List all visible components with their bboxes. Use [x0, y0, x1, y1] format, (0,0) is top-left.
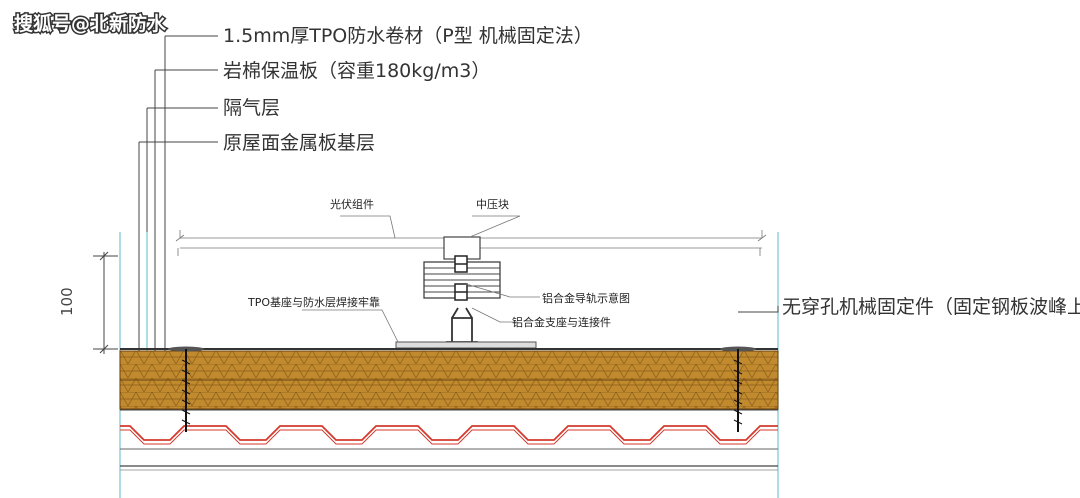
clamp-bolt-icon — [454, 255, 468, 273]
corrugated-steel-deck-shadow — [120, 429, 778, 445]
rock-wool-insulation — [119, 350, 779, 410]
label-fastener: 无穿孔机械固定件（固定钢板波峰上） — [782, 296, 1080, 318]
label-pv-module: 光伏组件 — [330, 197, 374, 211]
label-tpo-base: TPO基座与防水层焊接牢靠 — [247, 295, 380, 309]
left-fastener-icon — [168, 346, 204, 432]
dimension-value: 100 — [58, 287, 76, 316]
base-structure-lines — [120, 448, 778, 471]
layer-label-rock-wool: 岩棉保温板（容重180kg/m3） — [223, 60, 490, 82]
callout-leaders — [302, 215, 779, 343]
corrugated-steel-deck — [120, 425, 778, 441]
label-rail: 铝合金导轨示意图 — [542, 291, 630, 305]
label-support: 铝合金支座与连接件 — [512, 315, 611, 329]
tpo-base-plate — [395, 341, 537, 349]
layer-label-tpo-membrane: 1.5mm厚TPO防水卷材（P型 机械固定法） — [223, 25, 593, 47]
dimension-100 — [93, 251, 118, 354]
layer-label-vapor-barrier: 隔气层 — [223, 97, 280, 119]
layer-leaders — [138, 35, 218, 352]
layer-label-metal-base: 原屋面金属板基层 — [223, 132, 375, 154]
watermark: 搜狐号@北新防水 — [14, 12, 167, 35]
support-bracket — [446, 307, 478, 343]
label-middle-clamp: 中压块 — [476, 198, 509, 211]
rail-bolt-icon — [454, 283, 468, 301]
right-fastener-icon — [720, 346, 756, 432]
